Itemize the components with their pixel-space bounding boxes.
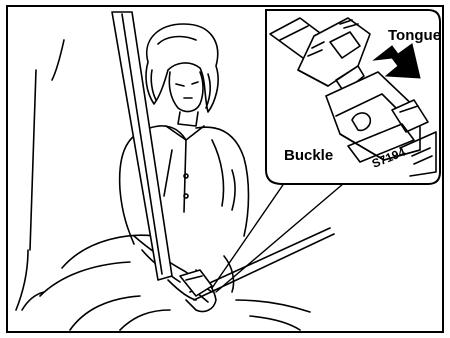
buckle-detail-inset: Tongue Buckle S7194 [266,10,441,184]
tongue-callout-label: Tongue [388,27,441,44]
buckle-latch-at-hip [180,270,212,296]
buckle-callout-label: Buckle [284,147,333,164]
